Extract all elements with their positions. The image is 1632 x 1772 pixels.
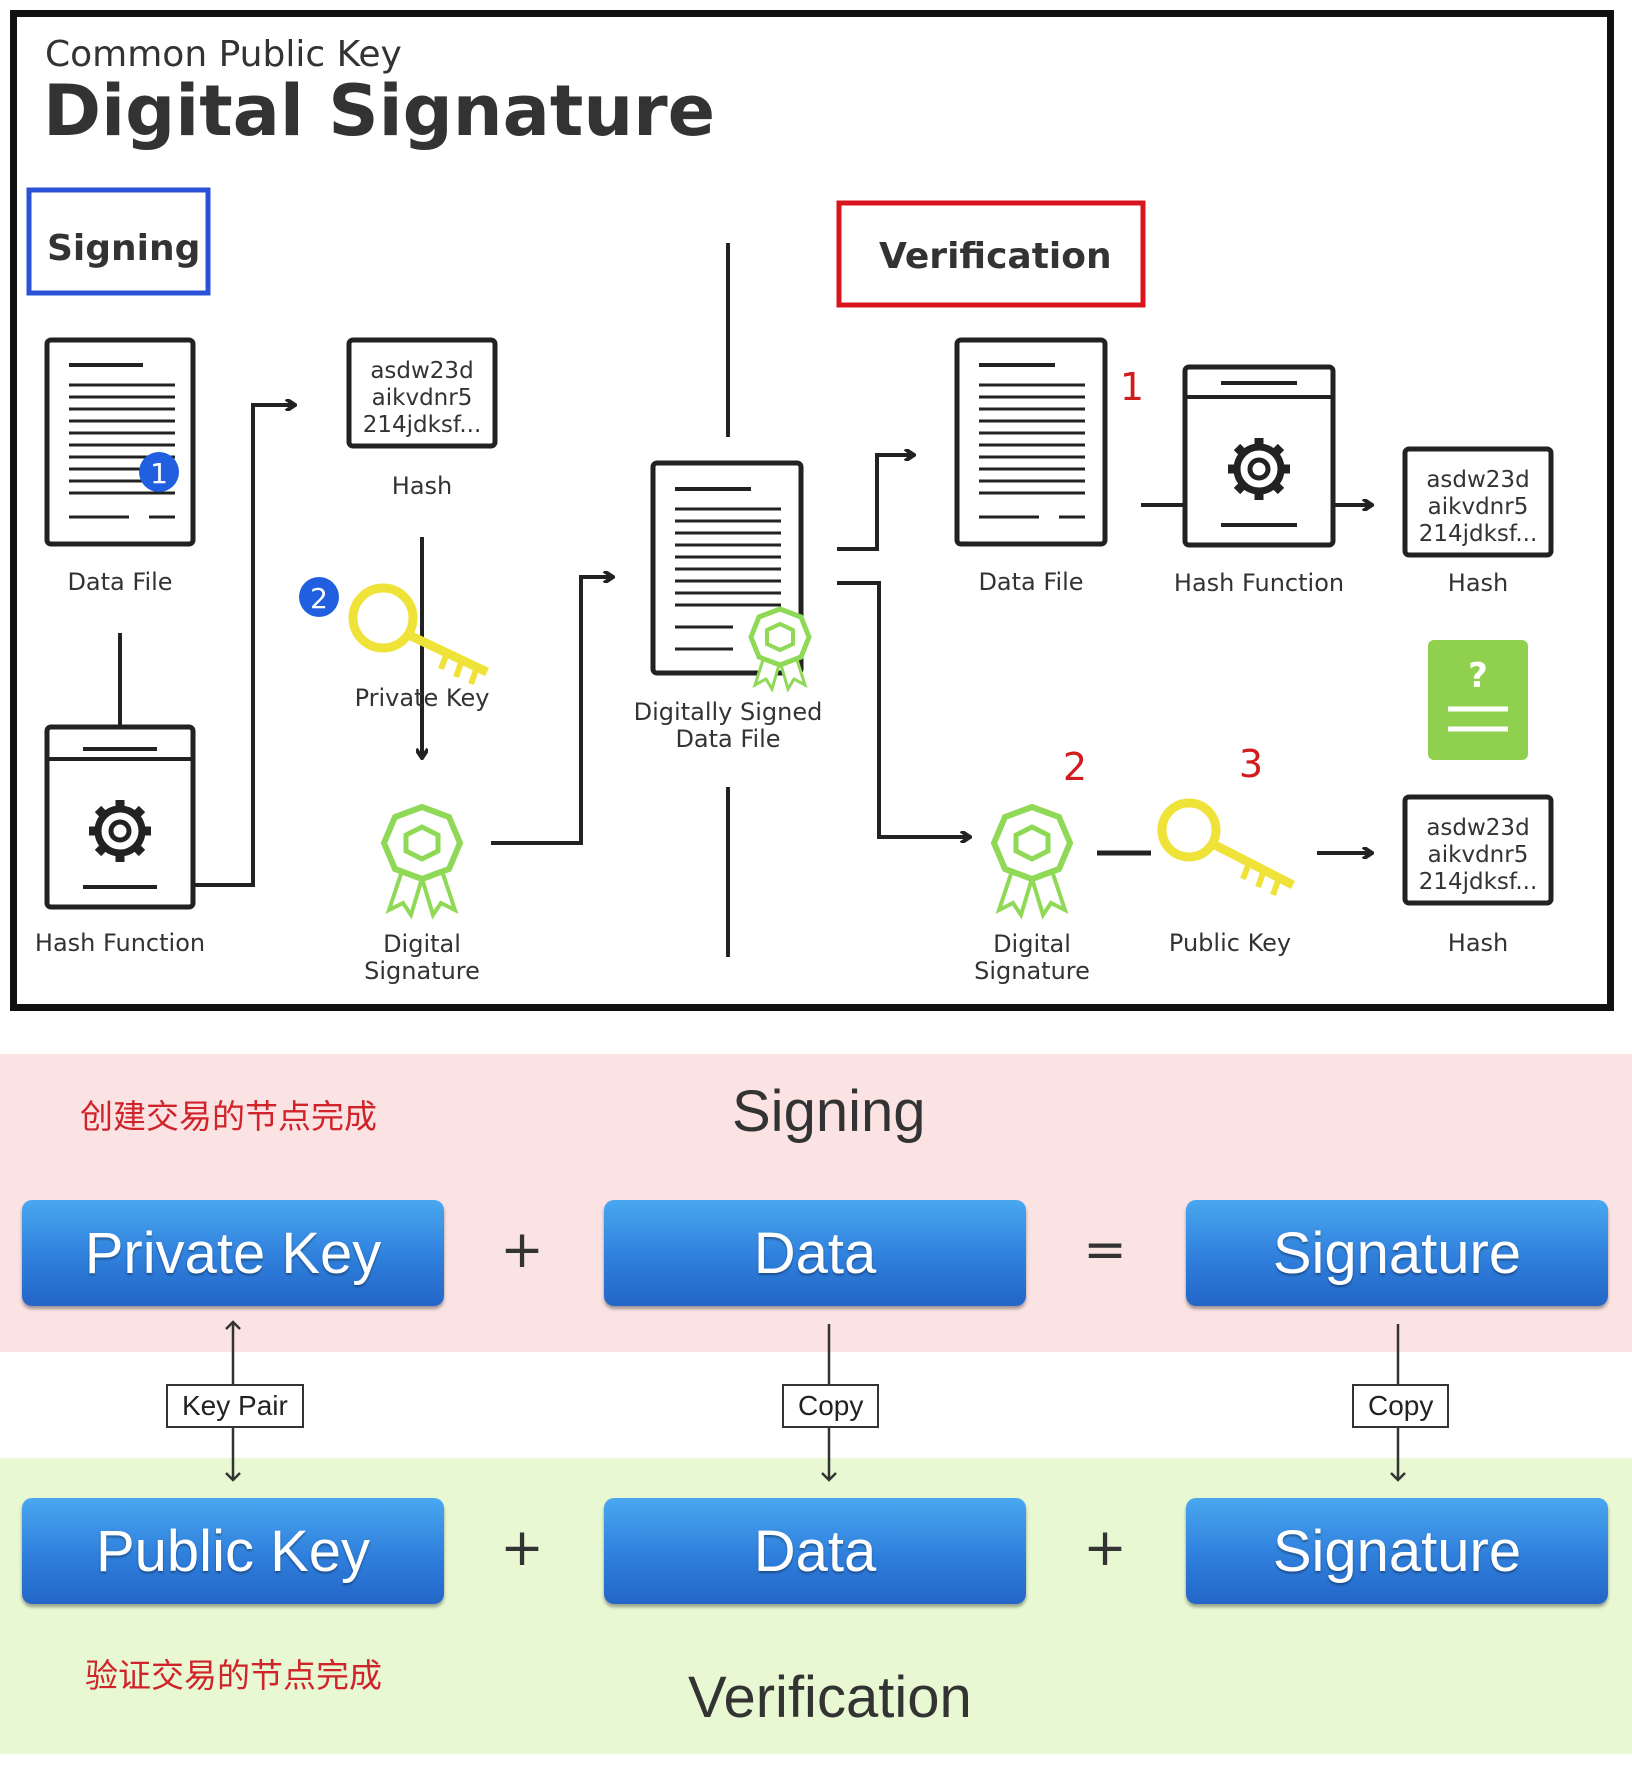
connector-arrows (225, 1320, 1406, 1482)
verify-signature-label-1: Digital (993, 930, 1071, 958)
signing-data-file-label: Data File (67, 568, 172, 596)
seal-icon (748, 606, 812, 693)
signing-signature-label-2: Signature (364, 957, 480, 985)
verify-marker-2: 2 (1063, 745, 1087, 789)
signing-hash-label: Hash (392, 472, 452, 500)
signing-signature-label-1: Digital (383, 930, 461, 958)
signed-file-label-1: Digitally Signed (634, 698, 823, 726)
public-key-icon (1157, 798, 1296, 896)
data-button-verify[interactable]: Data (604, 1498, 1026, 1604)
hash-box-bottom (1402, 794, 1554, 906)
signing-title: Signing (732, 1079, 926, 1144)
arrow-to-hash (193, 405, 294, 887)
verification-title: Verification (688, 1665, 972, 1730)
verification-label-box (836, 200, 1146, 308)
private-key-icon (348, 583, 489, 685)
verify-signature-label-2: Signature (974, 957, 1090, 985)
equals-operator: = (1083, 1220, 1127, 1280)
signature-button-verify[interactable]: Signature (1186, 1498, 1608, 1604)
verify-hash-function-label: Hash Function (1174, 569, 1344, 597)
gear-icon (1228, 438, 1290, 500)
signing-label: Signing (47, 228, 200, 269)
verify-digital-signature-icon (990, 803, 1074, 920)
private-key-button[interactable]: Private Key (22, 1200, 444, 1306)
verify-marker-1: 1 (1120, 365, 1144, 409)
step-badge-1 (139, 452, 179, 492)
diagram-canvas: Common Public Key Digital Signature Sign… (26, 34, 1554, 985)
signing-label-box (26, 187, 211, 296)
hash-box (346, 337, 498, 449)
figure-title: Digital Signature (43, 70, 715, 152)
plus-operator: + (1083, 1518, 1127, 1578)
document-icon (44, 337, 196, 547)
signing-hash-function-label: Hash Function (35, 929, 205, 957)
arrow-to-verify-file (837, 455, 913, 551)
public-key-label: Public Key (1169, 929, 1291, 957)
digital-signature-figure: Common Public Key Digital Signature Sign… (10, 10, 1614, 1011)
private-key-label: Private Key (355, 684, 490, 712)
signed-file-label-2: Data File (675, 725, 780, 753)
arrow-to-verify-signature (837, 581, 969, 837)
gear-icon (89, 800, 151, 862)
figure-subtitle: Common Public Key (45, 34, 402, 75)
hash-top-line-2: aikvdnr5 (1428, 494, 1529, 520)
hash-function-icon (44, 724, 196, 910)
verify-document-icon (954, 337, 1108, 547)
step-badge-1-label: 1 (150, 457, 168, 490)
copy-label-data: Copy (782, 1384, 880, 1428)
hash-line-1: asdw23d (370, 358, 473, 384)
hash-box-top (1402, 446, 1554, 558)
step-badge-2 (299, 577, 339, 617)
arrow-to-signed-file (491, 577, 612, 845)
public-key-button[interactable]: Public Key (22, 1498, 444, 1604)
verify-marker-3: 3 (1239, 742, 1263, 786)
digital-signature-icon (380, 803, 464, 920)
hash-top-line-3: 214jdksf... (1419, 521, 1538, 547)
plus-operator: + (500, 1220, 544, 1280)
verify-hash-top-label: Hash (1448, 569, 1508, 597)
verify-hash-bottom-label: Hash (1448, 929, 1508, 957)
plus-operator: + (500, 1518, 544, 1578)
step-badge-2-label: 2 (310, 582, 328, 615)
hash-line-3: 214jdksf... (363, 412, 482, 438)
data-button[interactable]: Data (604, 1200, 1026, 1306)
key-pair-label: Key Pair (166, 1384, 304, 1428)
hash-line-2: aikvdnr5 (372, 385, 473, 411)
verify-data-file-label: Data File (978, 568, 1083, 596)
verify-hash-function-icon (1182, 364, 1336, 548)
hash-bottom-line-3: 214jdksf... (1419, 869, 1538, 895)
signature-button[interactable]: Signature (1186, 1200, 1608, 1306)
verification-label: Verification (879, 236, 1112, 277)
hash-bottom-line-1: asdw23d (1426, 815, 1529, 841)
signing-note: 创建交易的节点完成 (80, 1097, 377, 1136)
hash-top-line-1: asdw23d (1426, 467, 1529, 493)
verification-note: 验证交易的节点完成 (85, 1656, 382, 1695)
hash-bottom-line-2: aikvdnr5 (1428, 842, 1529, 868)
compare-mark: ? (1468, 656, 1488, 696)
copy-label-signature: Copy (1352, 1384, 1450, 1428)
